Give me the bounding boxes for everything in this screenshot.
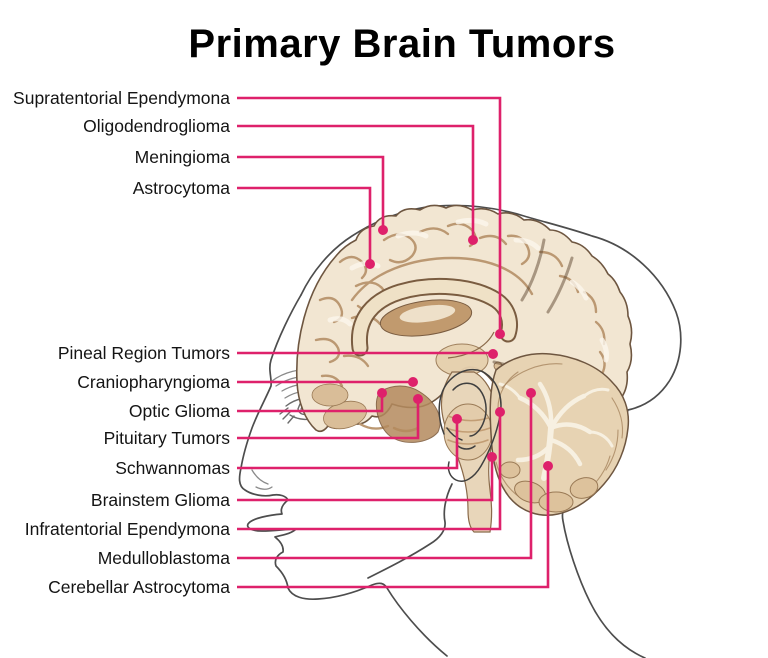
lateral-ventricle	[379, 299, 473, 337]
callout-label: Brainstem Glioma	[91, 490, 230, 510]
callout-meningioma: Meningioma	[135, 147, 388, 235]
corpus-callosum	[350, 277, 518, 357]
callout-label: Schwannomas	[115, 458, 230, 478]
marker-dot	[413, 394, 423, 404]
callout-cerebellar-astrocytoma: Cerebellar Astrocytoma	[48, 461, 553, 597]
callout-label: Supratentorial Ependymona	[13, 88, 230, 108]
ear-tragus	[446, 427, 463, 441]
marker-dot	[543, 461, 553, 471]
leader-line	[237, 96, 502, 334]
marker-dot	[468, 235, 478, 245]
marker-dot	[408, 377, 418, 387]
callout-label: Astrocytoma	[133, 178, 231, 198]
leader-line	[237, 395, 533, 560]
callout-label: Cerebellar Astrocytoma	[48, 577, 230, 597]
leader-line	[237, 186, 372, 264]
callout-pituitary-tumors: Pituitary Tumors	[104, 394, 423, 448]
brain-illustration	[295, 204, 633, 533]
marker-dot	[495, 407, 505, 417]
leader-line	[237, 414, 502, 531]
callout-pineal-region-tumors: Pineal Region Tumors	[58, 343, 498, 363]
marker-dot	[488, 349, 498, 359]
callout-label: Pituitary Tumors	[104, 428, 231, 448]
callout-label: Infratentorial Ependymona	[25, 519, 231, 539]
leader-line	[237, 468, 550, 589]
callout-oligodendroglioma: Oligodendroglioma	[83, 116, 478, 245]
marker-dot	[377, 388, 387, 398]
callout-label: Oligodendroglioma	[83, 116, 230, 136]
arbor-vitae	[498, 381, 614, 481]
callout-astrocytoma: Astrocytoma	[133, 178, 375, 269]
callout-schwannomas: Schwannomas	[115, 414, 462, 478]
callout-optic-glioma: Optic Glioma	[129, 388, 387, 421]
callout-label: Medulloblastoma	[98, 548, 231, 568]
leader-line	[237, 155, 385, 230]
leader-line	[237, 401, 420, 440]
temporal-lobe-region	[311, 383, 441, 443]
leader-line	[237, 124, 475, 240]
jaw-line	[367, 483, 453, 579]
callout-label: Pineal Region Tumors	[58, 343, 230, 363]
ear-antihelix	[452, 382, 487, 437]
marker-dot	[365, 259, 375, 269]
marker-dot	[452, 414, 462, 424]
callout-medulloblastoma: Medulloblastoma	[98, 388, 536, 568]
callout-label: Craniopharyngioma	[77, 372, 230, 392]
leader-line	[237, 394, 384, 413]
marker-dot	[495, 329, 505, 339]
ear-antitragus	[457, 445, 476, 450]
callouts: Supratentorial Ependymona Oligodendrogli…	[13, 88, 553, 597]
page-title: Primary Brain Tumors	[188, 22, 615, 66]
nose-mouth-sketch	[251, 469, 273, 490]
cerebellum	[489, 352, 630, 516]
callout-supratentorial-ependymona: Supratentorial Ependymona	[13, 88, 505, 339]
cerebellar-folia	[495, 363, 624, 501]
callout-infratentorial-ependymona: Infratentorial Ependymona	[25, 407, 505, 539]
gyri-highlights	[327, 217, 609, 363]
callout-label: Meningioma	[135, 147, 231, 167]
callout-craniopharyngioma: Craniopharyngioma	[77, 372, 418, 392]
marker-dot	[487, 452, 497, 462]
marker-dot	[526, 388, 536, 398]
marker-dot	[378, 225, 388, 235]
callout-brainstem-glioma: Brainstem Glioma	[91, 452, 497, 510]
leader-line	[237, 459, 494, 502]
callout-label: Optic Glioma	[129, 401, 230, 421]
leader-line	[237, 421, 459, 470]
